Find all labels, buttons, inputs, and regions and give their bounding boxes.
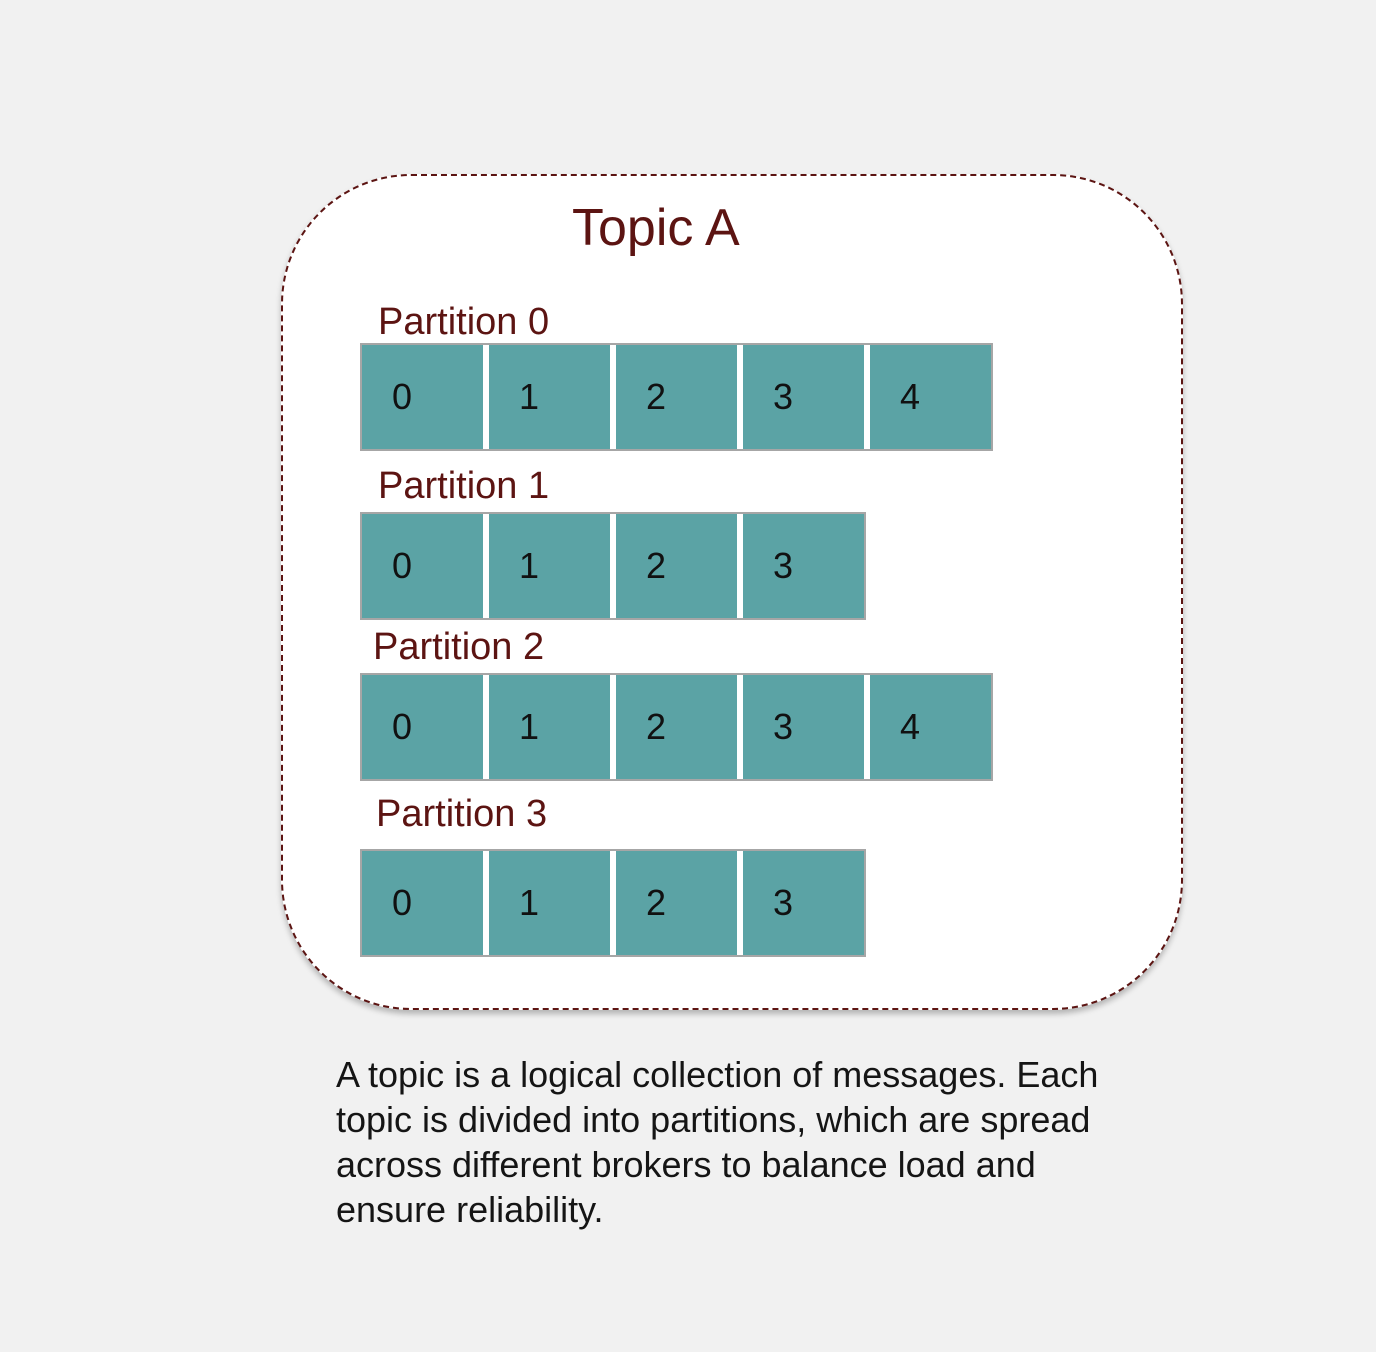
partition-label: Partition 3 (376, 793, 548, 835)
offset-cell: 1 (489, 851, 610, 955)
offset-cell: 0 (362, 675, 483, 779)
offset-cell: 3 (743, 851, 864, 955)
partition-label: Partition 0 (378, 301, 550, 343)
partition-log-1: 0 1 2 3 (360, 512, 866, 620)
offset-cell: 1 (489, 675, 610, 779)
offset-cell: 1 (489, 345, 610, 449)
diagram-caption: A topic is a logical collection of messa… (336, 1054, 1099, 1230)
offset-cell: 3 (743, 345, 864, 449)
partition-log-2: 0 1 2 3 4 (360, 673, 993, 781)
offset-cell: 0 (362, 851, 483, 955)
offset-cell: 1 (489, 514, 610, 618)
offset-cell: 2 (616, 514, 737, 618)
offset-cell: 0 (362, 514, 483, 618)
offset-cell: 2 (616, 345, 737, 449)
offset-cell: 2 (616, 851, 737, 955)
offset-cell: 2 (616, 675, 737, 779)
partition-label: Partition 1 (378, 465, 550, 507)
offset-cell: 3 (743, 514, 864, 618)
offset-cell: 0 (362, 345, 483, 449)
topic-title: Topic A (572, 199, 740, 257)
partition-log-0: 0 1 2 3 4 (360, 343, 993, 451)
offset-cell: 4 (870, 345, 991, 449)
partition-log-3: 0 1 2 3 (360, 849, 866, 957)
offset-cell: 4 (870, 675, 991, 779)
partition-label: Partition 2 (373, 626, 545, 668)
offset-cell: 3 (743, 675, 864, 779)
